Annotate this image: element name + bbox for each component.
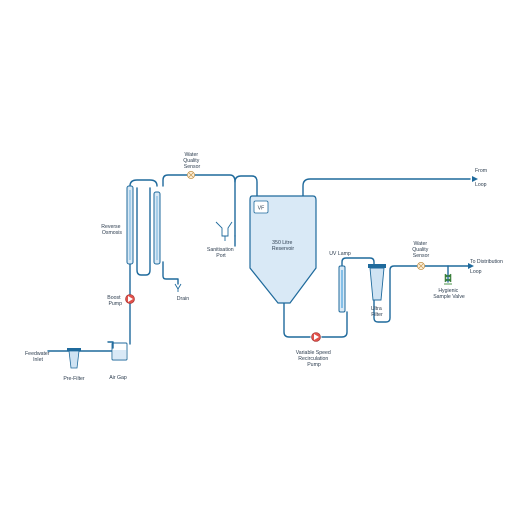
filter-icon <box>67 348 81 351</box>
reservoir-label: 350 Litre Reservoir <box>272 240 294 252</box>
water-quality-sensor-1: Water Quality Sensor <box>183 152 201 179</box>
reverse-osmosis-label: Reverse Osmosis <box>101 224 122 236</box>
air-gap: Air Gap <box>107 341 128 381</box>
pre-filter: Pre-Filter <box>63 348 85 382</box>
drain-icon <box>174 283 182 292</box>
vent-filter-icon <box>253 200 269 214</box>
boost-pump: Boost Pump <box>107 294 135 307</box>
uv-lamp: UV Lamp <box>329 251 351 313</box>
pipework <box>47 174 471 352</box>
sample-valve-icon <box>444 273 452 283</box>
ultra-filter: Ultra Filter <box>368 264 386 318</box>
air-gap-label: Air Gap <box>109 375 127 381</box>
water-quality-sensor-1-label: Water Quality Sensor <box>183 152 201 170</box>
recirculation-pump-label: Variable Speed Recirculation Pump <box>296 350 333 368</box>
feedwater-inlet-label: Feedwater Inlet <box>25 351 51 363</box>
recirculation-pump: Variable Speed Recirculation Pump <box>296 332 333 368</box>
reverse-osmosis: Reverse Osmosis <box>101 185 161 265</box>
to-distribution-loop: To Distribution Loop <box>468 259 504 275</box>
pre-filter-label: Pre-Filter <box>63 376 85 382</box>
from-loop-label: From <box>475 168 487 174</box>
to-distribution-loop-label: To Distribution Loop <box>470 259 504 275</box>
sanitisation-port: Sanitisation Port <box>207 221 235 259</box>
boost-pump-label: Boost Pump <box>107 295 122 307</box>
ultra-filter-label: Ultra Filter <box>371 306 383 318</box>
vent-filter-label: VF <box>258 206 265 212</box>
feedwater-inlet: Feedwater Inlet <box>25 351 51 363</box>
uv-lamp-label: UV Lamp <box>329 251 351 257</box>
filter-icon <box>368 264 386 268</box>
hygienic-sample-valve: Hygienic Sample Valve <box>433 273 465 300</box>
from-loop-label-line2: Loop <box>475 182 487 188</box>
drain-label: Drain <box>177 296 190 302</box>
drain: Drain <box>174 283 190 302</box>
sanitisation-port-label: Sanitisation Port <box>207 247 235 259</box>
water-quality-sensor-2: Water Quality Sensor <box>412 241 430 270</box>
reservoir-350l: VF 350 Litre Reservoir <box>249 195 317 304</box>
from-loop: From Loop <box>472 168 487 188</box>
hygienic-sample-valve-label: Hygienic Sample Valve <box>433 288 465 300</box>
water-quality-sensor-2-label: Water Quality Sensor <box>412 241 430 259</box>
